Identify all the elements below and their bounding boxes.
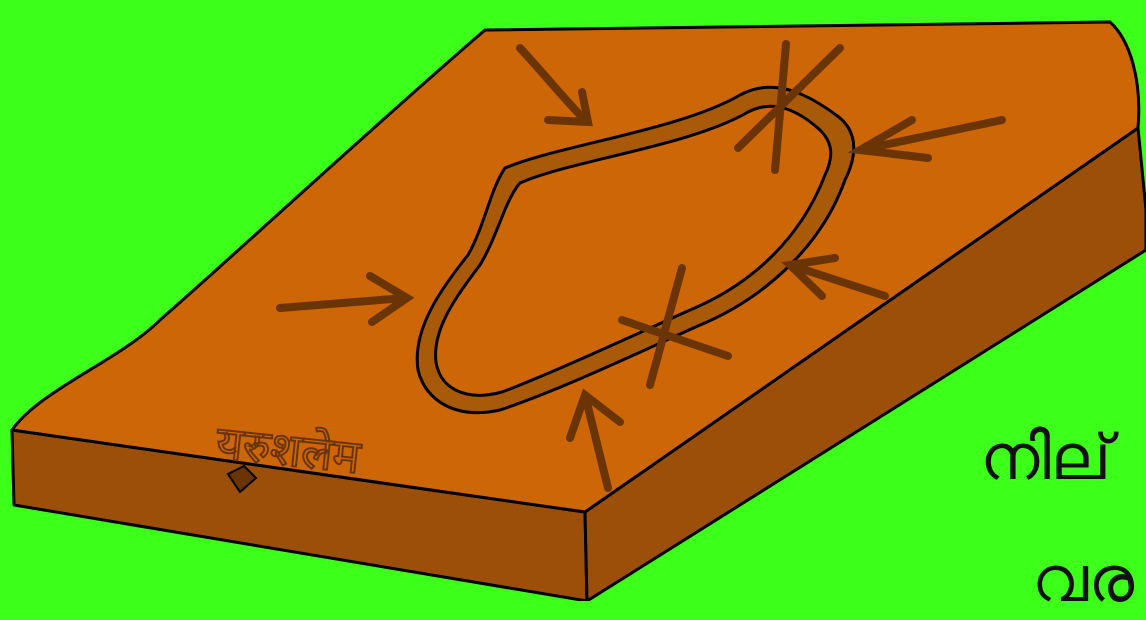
illustration-canvas: यरुशलेम <box>0 0 1146 601</box>
side-text-line-1: നില് <box>980 418 1111 498</box>
side-text-line-2: വര <box>1032 540 1134 620</box>
